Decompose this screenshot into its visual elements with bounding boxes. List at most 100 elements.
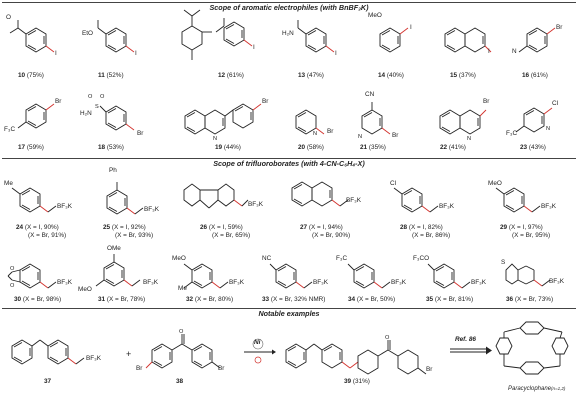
- sub2-13: I: [335, 50, 337, 57]
- label-26b: (X = Br, 65%): [212, 232, 251, 239]
- sub2-11: I: [135, 50, 137, 57]
- svg-text:O: O: [385, 335, 390, 341]
- molecule-29: [495, 187, 541, 213]
- br-38-left: Br: [136, 365, 143, 372]
- sub-18: H₂N: [80, 110, 92, 117]
- header-notable-text: Notable examples: [255, 309, 323, 318]
- label-33: 33 (X = Br, 32% NMR): [262, 296, 326, 303]
- svg-text:N: N: [467, 136, 471, 142]
- sub-19: Br: [262, 98, 269, 105]
- molecule-36: [505, 263, 551, 287]
- bf3k-29: BF₃K: [541, 203, 557, 210]
- molecule-14: [379, 27, 409, 53]
- molecule-27: [291, 181, 349, 207]
- label-23: 23 (43%): [520, 144, 546, 151]
- svg-text:O: O: [10, 283, 15, 289]
- molecule-25: [106, 182, 144, 215]
- sub-24: Me: [4, 180, 13, 187]
- molecule-22: N: [439, 109, 487, 142]
- svg-text:N: N: [313, 131, 317, 137]
- label-24: 24 (X = I, 90%): [16, 224, 59, 231]
- sub-23: Cl: [552, 100, 559, 107]
- label-10: 10 (75%): [18, 72, 44, 79]
- label-36: 36 (X = Br, 73%): [506, 296, 554, 303]
- label-27b: (X = Br, 90%): [312, 232, 351, 239]
- svg-text:N: N: [358, 134, 362, 140]
- label-26: 26 (X = I, 59%): [200, 224, 243, 231]
- sub2-16: Br: [556, 24, 563, 31]
- label-20: 20 (58%): [298, 144, 324, 151]
- bf3k-37: BF₃K: [86, 355, 102, 362]
- label-37: 37: [44, 378, 52, 385]
- label-29b: (X = Br, 95%): [512, 232, 551, 239]
- sub-13: H₂N: [282, 30, 294, 37]
- sub2-21: Br: [392, 132, 399, 139]
- molecule-39: O: [285, 335, 427, 375]
- header-trifluoro-text: Scope of trifluoroborates (with 4-CN-C₆H…: [210, 159, 368, 168]
- bf3k-36: BF₃K: [549, 278, 565, 285]
- molecule-30: OO: [7, 263, 57, 289]
- bf3k-25: BF₃K: [144, 206, 160, 213]
- molecule-20: N: [295, 109, 325, 137]
- sub2-32: Me: [178, 285, 187, 292]
- label-22: 22 (41%): [440, 144, 466, 151]
- molecule-13: [297, 20, 335, 53]
- ref-arrow: [450, 346, 492, 355]
- molecule-34: [347, 263, 391, 289]
- label-11: 11 (52%): [98, 72, 124, 79]
- sub-14: MeO: [368, 12, 382, 19]
- label-25b: (X = Br, 93%): [115, 232, 154, 239]
- label-28b: (X = Br, 86%): [412, 232, 451, 239]
- sub-15: I: [488, 48, 490, 55]
- label-14: 14 (40%): [378, 72, 404, 79]
- sub-12: I: [253, 44, 255, 51]
- molecule-11: [97, 20, 135, 53]
- header-aromatic: Scope of aromatic electrophiles (with Bn…: [0, 2, 578, 13]
- sub-34: F₃C: [336, 255, 348, 262]
- sub2-31: MeO: [78, 286, 92, 293]
- sub2-23: F₃C: [506, 130, 518, 137]
- sub-16: N: [512, 48, 517, 55]
- sub-20: Br: [327, 128, 334, 135]
- sub-31: OMe: [107, 245, 121, 252]
- svg-text:S: S: [95, 104, 99, 110]
- br-39: Br: [426, 366, 433, 373]
- product-label: Paracyclophane(n=1,2): [508, 386, 566, 392]
- molecule-21: N: [358, 102, 391, 140]
- br-38-right: Br: [218, 365, 225, 372]
- svg-text:O: O: [100, 94, 105, 100]
- bf3k-24: BF₃K: [57, 203, 73, 210]
- label-38: 38: [176, 378, 184, 385]
- label-27: 27 (X = I, 94%): [300, 224, 343, 231]
- header-notable: Notable examples: [0, 308, 578, 319]
- molecule-15: [444, 27, 492, 53]
- sub-21: CN: [365, 91, 375, 98]
- paracyclophane-structure: [495, 321, 569, 375]
- bf3k-35: BF₃K: [471, 279, 487, 286]
- molecule-32: [183, 263, 229, 289]
- header-trifluoro: Scope of trifluoroborates (with 4-CN-C₆H…: [0, 158, 578, 169]
- ref-label: Ref. 86: [455, 336, 476, 343]
- catalyst-ni: Ni: [254, 339, 261, 346]
- molecule-35: [427, 263, 471, 289]
- label-31: 31 (X = Br, 78%): [98, 296, 146, 303]
- sub2-18: Br: [137, 130, 144, 137]
- label-28: 28 (X = I, 82%): [400, 224, 443, 231]
- sub-22: Br: [483, 98, 490, 105]
- label-13: 13 (47%): [298, 72, 324, 79]
- header-aromatic-text: Scope of aromatic electrophiles (with Bn…: [206, 3, 372, 12]
- label-34: 34 (X = Br, 50%): [348, 296, 396, 303]
- bf3k-34: BF₃K: [391, 279, 407, 286]
- sub-35: F₃CO: [413, 255, 430, 262]
- molecule-10: [9, 20, 55, 53]
- svg-text:N: N: [213, 136, 217, 142]
- sub2-10: I: [55, 50, 57, 57]
- sub-25: Ph: [109, 167, 117, 174]
- molecule-26: [183, 183, 249, 209]
- molecule-17: [17, 103, 55, 129]
- molecule-24: [11, 187, 57, 213]
- label-30: 30 (X = Br, 98%): [14, 296, 62, 303]
- sub2-14: I: [410, 24, 412, 31]
- bf3k-27: BF₃K: [346, 197, 362, 204]
